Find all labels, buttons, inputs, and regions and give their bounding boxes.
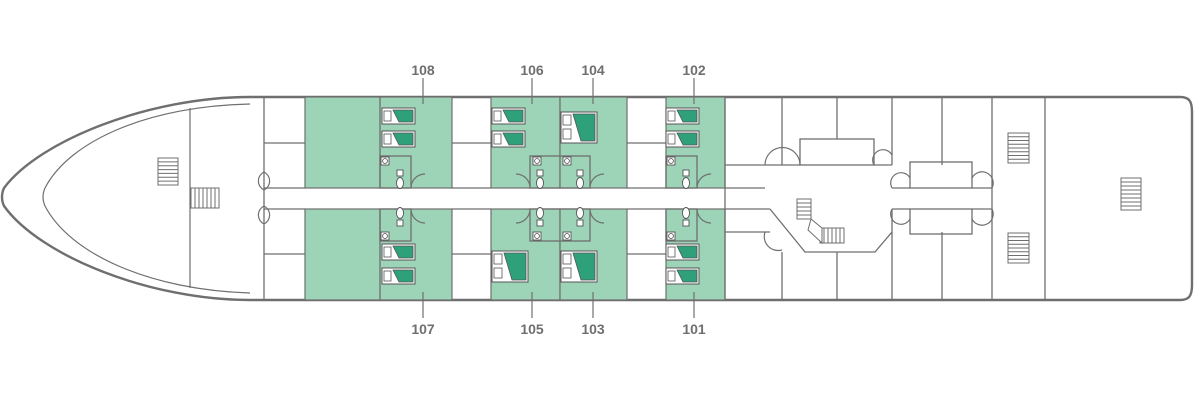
- cabin-number-108: 108: [411, 62, 435, 78]
- cabin-number-105: 105: [520, 321, 544, 337]
- cabin-107[interactable]: [304, 208, 453, 301]
- toilet-icon: [536, 169, 544, 189]
- sink-icon: [380, 231, 390, 241]
- corridor-walls: [264, 142, 666, 255]
- staircase-icon: [157, 157, 179, 186]
- corridor-door-upper-2: [263, 171, 271, 191]
- sink-icon: [666, 156, 676, 166]
- staircase-icon: [1120, 177, 1142, 211]
- bed-icon: [665, 130, 700, 148]
- bed-icon: [665, 107, 700, 125]
- staircase-landing: [807, 218, 823, 245]
- sink-icon: [380, 156, 390, 166]
- cabin-number-104: 104: [581, 62, 605, 78]
- toilets: [380, 156, 690, 241]
- cabin-partitions: [379, 97, 712, 300]
- toilet-icon: [396, 169, 404, 189]
- sink-icon: [562, 231, 572, 241]
- cabin-number-103: 103: [581, 321, 605, 337]
- bow-inner-line: [42, 103, 251, 294]
- toilet-icon: [396, 207, 404, 227]
- staircase-icon: [1007, 132, 1030, 164]
- cabin-number-107: 107: [411, 321, 435, 337]
- aft-section: [724, 97, 1046, 300]
- staircase-icon: [190, 187, 220, 209]
- ship-hull: [0, 95, 1194, 302]
- bed-icon: [381, 130, 416, 148]
- bed-icon: [665, 243, 700, 261]
- corridor-door-lower: [257, 205, 265, 225]
- toilet-icon: [536, 207, 544, 227]
- toilet-icon: [682, 207, 690, 227]
- sink-icon: [532, 231, 542, 241]
- beds: [381, 107, 700, 285]
- toilet-icon: [682, 169, 690, 189]
- bed-icon: [381, 267, 416, 285]
- bed-icon: [491, 130, 526, 148]
- sink-icon: [562, 156, 572, 166]
- cabin-number-101: 101: [682, 321, 706, 337]
- sink-icon: [532, 156, 542, 166]
- toilet-icon: [576, 169, 584, 189]
- bed-icon: [560, 111, 598, 144]
- cabin-labels: 108 106 104 102 107 105 103 101: [411, 62, 706, 337]
- bed-icon: [491, 250, 529, 283]
- bed-icon: [491, 107, 526, 125]
- staircase-icon: [796, 198, 812, 220]
- cabin-108[interactable]: [304, 96, 453, 189]
- staircase-icon: [819, 227, 845, 244]
- toilet-icon: [576, 207, 584, 227]
- corridor-door-upper: [257, 171, 265, 191]
- corridor-door-lower-2: [263, 205, 271, 225]
- sink-icon: [666, 231, 676, 241]
- bed-icon: [381, 243, 416, 261]
- cabin-number-102: 102: [682, 62, 706, 78]
- bed-icon: [381, 107, 416, 125]
- staircases: [157, 132, 1142, 264]
- cabin-number-106: 106: [520, 62, 544, 78]
- bed-icon: [665, 267, 700, 285]
- bed-icon: [560, 250, 598, 283]
- staircase-icon: [1007, 232, 1030, 264]
